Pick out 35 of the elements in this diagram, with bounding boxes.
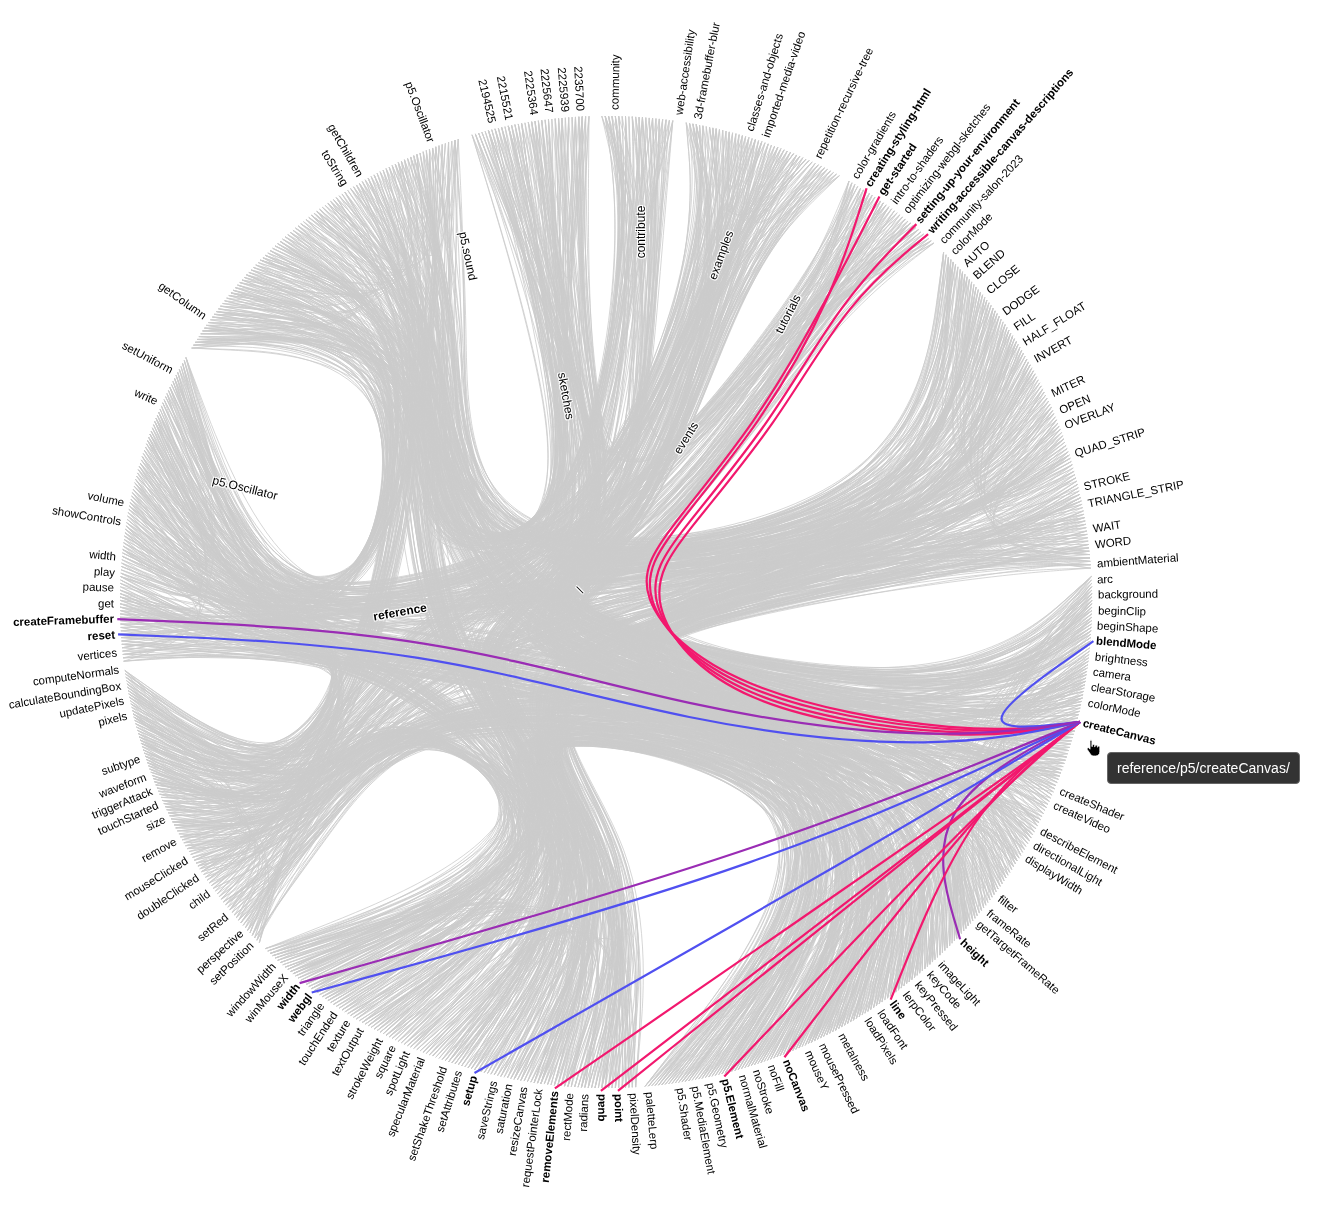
highlighted-link (117, 617, 1081, 735)
group-label: sketches (555, 371, 577, 421)
tooltip: reference/p5/createCanvas/ (1107, 752, 1300, 784)
leaf-label: blendMode (1095, 634, 1158, 653)
leaf-label: vertices (76, 646, 118, 665)
highlighted-link (473, 721, 1081, 1074)
leaf-label: width (88, 548, 117, 564)
leaf-label: 2235700 (571, 65, 587, 111)
leaf-label: 2225939 (554, 66, 572, 113)
leaf-label: beginShape (1097, 619, 1160, 636)
group-label: contribute (634, 205, 648, 259)
leaf-label: ambientMaterial (1096, 551, 1179, 571)
leaf-label: write (131, 386, 160, 408)
leaf-label: get (98, 597, 114, 611)
leaf-label: volume (86, 489, 126, 510)
leaf-label: pause (82, 580, 115, 595)
leaf-label: community (608, 54, 623, 111)
leaf-label: arc (1097, 572, 1114, 587)
leaf-label: radians (577, 1093, 592, 1132)
leaf-label: paletteLerp (642, 1091, 661, 1150)
leaf-label: quad (594, 1093, 608, 1122)
leaf-label: play (93, 565, 116, 580)
group-label: / (573, 585, 587, 595)
leaf-label: WAIT (1091, 518, 1122, 536)
leaf-label: WORD (1093, 533, 1132, 552)
highlighted-link (118, 633, 1081, 744)
leaf-label: beginClip (1097, 604, 1146, 618)
leaf-label: point (611, 1093, 626, 1123)
leaf-label: pixelDensity (626, 1092, 644, 1156)
leaf-label: background (1097, 587, 1159, 602)
leaf-label: reset (87, 628, 116, 643)
leaf-label: createFramebuffer (13, 612, 115, 630)
highlighted-link (1000, 640, 1095, 728)
group-label: reference (372, 600, 428, 624)
leaf-label: rectMode (559, 1092, 577, 1141)
